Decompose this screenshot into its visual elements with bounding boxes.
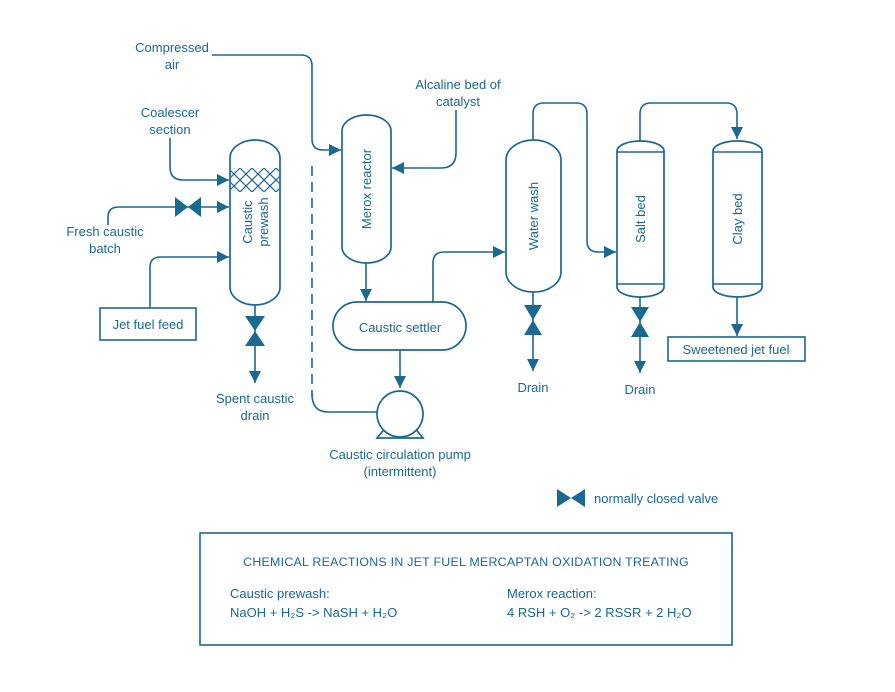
- coalescer-section-label: section: [149, 122, 190, 137]
- caustic-pump-label: (intermittent): [364, 464, 437, 479]
- coalescer-pointer-line: [169, 138, 229, 186]
- reactions-box: [199, 532, 733, 646]
- caustic-prewash-label: prewash: [256, 197, 271, 246]
- alcaline-bed-label: catalyst: [436, 94, 480, 109]
- labels: Compressed air Coalescer section Fresh c…: [66, 40, 789, 620]
- alcaline-bed-pointer-line: [392, 110, 457, 174]
- jet-fuel-feed-line: [149, 251, 229, 308]
- fresh-caustic-valve: [175, 197, 201, 217]
- vessels: [229, 114, 763, 351]
- caustic-recirculation-line-to-pump: [311, 393, 377, 413]
- merox-reaction-heading: Merox reaction:: [507, 586, 597, 601]
- caustic-prewash-label: Caustic: [240, 200, 255, 244]
- sweetened-jet-fuel-label: Sweetened jet fuel: [683, 342, 790, 357]
- jet-fuel-feed-box: [99, 307, 197, 341]
- compressed-air-line: [212, 54, 341, 156]
- compressed-air-label: Compressed: [135, 40, 209, 55]
- legend-valve-icon: [557, 489, 585, 507]
- reactions-title: CHEMICAL REACTIONS IN JET FUEL MERCAPTAN…: [243, 555, 689, 569]
- fresh-caustic-batch-label: batch: [89, 241, 121, 256]
- fresh-caustic-line: [107, 201, 229, 225]
- drain-label-salt-bed: Drain: [624, 382, 655, 397]
- compressed-air-label: air: [165, 57, 180, 72]
- drain-label-water-wash: Drain: [517, 380, 548, 395]
- jet-fuel-feed-label: Jet fuel feed: [113, 317, 184, 332]
- water-wash-drain-valve: [524, 305, 542, 335]
- salt-bed-label: Salt bed: [633, 195, 648, 243]
- caustic-circulation-pump: [375, 390, 425, 439]
- merox-reactor-label: Merox reactor: [359, 148, 374, 229]
- stream-lines: [107, 54, 743, 413]
- sweetened-jet-fuel-box: [667, 336, 806, 362]
- caustic-prewash-reaction-formula: NaOH + H₂S -> NaSH + H₂O: [230, 605, 397, 620]
- fresh-caustic-batch-label: Fresh caustic: [66, 224, 144, 239]
- caustic-settler-label: Caustic settler: [359, 320, 442, 335]
- spent-caustic-valve: [245, 316, 265, 346]
- spent-caustic-drain-label: Spent caustic: [216, 391, 295, 406]
- legend-valve-label: normally closed valve: [594, 491, 718, 506]
- clay-bed-label: Clay bed: [730, 193, 745, 244]
- caustic-prewash-reaction-heading: Caustic prewash:: [230, 586, 330, 601]
- coalescer-lattice: [230, 168, 280, 192]
- caustic-pump-label: Caustic circulation pump: [329, 447, 471, 462]
- merox-reaction-formula: 4 RSH + O₂ -> 2 RSSR + 2 H₂O: [507, 605, 692, 620]
- water-wash-label: Water wash: [526, 182, 541, 250]
- salt-bed-overhead-line: [639, 102, 743, 141]
- spent-caustic-drain-label: drain: [241, 408, 270, 423]
- caustic-prewash-vessel: [229, 139, 281, 306]
- water-wash-overhead-line: [532, 102, 616, 258]
- alcaline-bed-label: Alcaline bed of: [415, 77, 501, 92]
- pump-body: [376, 390, 424, 438]
- coalescer-section-label: Coalescer: [141, 105, 200, 120]
- valves: [175, 197, 649, 507]
- settler-outlet-line: [432, 246, 505, 302]
- salt-bed-drain-valve: [631, 307, 649, 337]
